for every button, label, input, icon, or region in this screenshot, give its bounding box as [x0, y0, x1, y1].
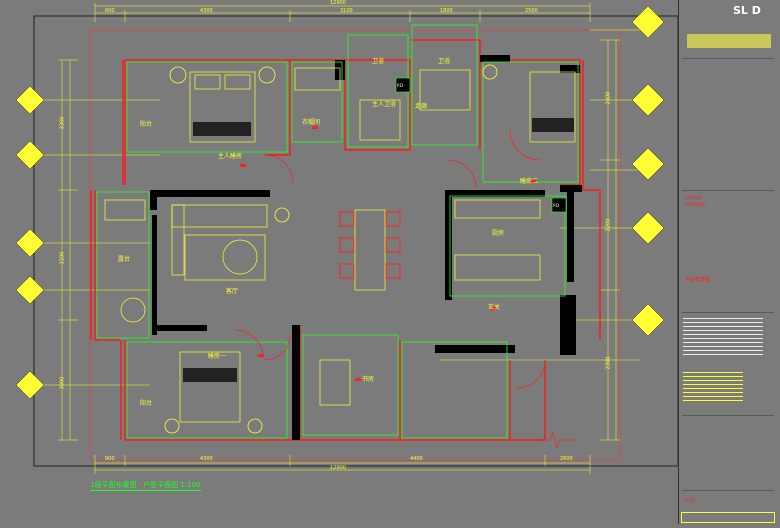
title-legend-block [683, 372, 743, 402]
room-label-balcony-lower: 阳台 [140, 400, 153, 407]
sheet-title: 平面布置图 [685, 277, 711, 283]
label-markers [240, 126, 536, 381]
dim-right-3: 2300 [605, 356, 612, 370]
dim-left-2: 3100 [59, 251, 66, 265]
tb-divider [682, 490, 774, 491]
dim-bottom-3: 4400 [410, 456, 423, 462]
furniture [104, 67, 576, 423]
pd-tags [395, 77, 567, 213]
room-label-bedroom-two: 睡房二 [520, 178, 539, 185]
dim-top-3: 3100 [340, 8, 353, 14]
room-label-living: 客厅 [226, 288, 239, 295]
dim-top-2: 4300 [200, 8, 213, 14]
dim-left-1: 3300 [59, 116, 66, 130]
title-block-graphic [687, 34, 771, 48]
grid-bubbles-right [631, 5, 665, 337]
tb-divider [682, 58, 774, 59]
break-line [540, 430, 575, 450]
dim-left-3: 3000 [59, 376, 66, 390]
room-label-bedroom-one: 睡房一 [208, 353, 227, 360]
room-label-corridor: 走廊 [415, 103, 428, 110]
title-notes-block [683, 318, 763, 358]
project-line-2: 户型平面图 [685, 202, 705, 207]
walls [90, 39, 601, 441]
grid-bubbles-left [15, 85, 45, 400]
dim-right-1: 2400 [605, 91, 612, 105]
tb-divider [682, 190, 774, 191]
title-block-logo: SL D [733, 4, 761, 17]
pd-tag-1: P.D [397, 83, 404, 88]
dim-bottom-1: 900 [105, 456, 115, 462]
dimension-right [600, 39, 620, 441]
dim-right-2: 2200 [605, 218, 612, 232]
partitions [96, 24, 579, 439]
dim-bottom-2: 4300 [200, 456, 213, 462]
dimension-left [58, 59, 78, 441]
door-swings [234, 129, 546, 389]
room-label-terrace: 露台 [118, 256, 131, 263]
dim-top-4: 1800 [440, 8, 453, 14]
room-label-entrance: 玄关 [488, 304, 501, 311]
room-label-balcony-left: 阳台 [140, 121, 153, 128]
bottom-yellow-box [681, 512, 775, 523]
structural-walls [150, 55, 582, 440]
dimension-top [94, 3, 591, 22]
sheet-number: P-01 [685, 498, 697, 504]
room-label-bath-right: 卫浴 [438, 58, 451, 65]
dim-top-total: 12900 [330, 0, 346, 6]
outer-boundary-line [89, 29, 621, 461]
drawing-caption: 1层平面布置图 · 户型平面图 1:100 [90, 481, 201, 491]
project-line-1: 项目名称 [685, 195, 701, 200]
dim-bottom-4: 2600 [560, 456, 573, 462]
tb-divider [682, 312, 774, 313]
room-label-cloakroom: 衣帽间 [302, 119, 321, 126]
room-label-study: 书房 [362, 376, 375, 383]
room-label-master-bedroom: 主人睡房 [218, 153, 243, 160]
room-label-kitchen: 厨房 [492, 230, 505, 237]
title-block: SL D 项目名称 户型平面图 平面布置图 P-01 [678, 0, 779, 524]
dimension-bottom [94, 455, 591, 474]
dim-top-5: 2500 [525, 8, 538, 14]
room-label-master-bath: 主人卫浴 [372, 101, 397, 108]
logo-text: SL D [733, 4, 761, 17]
dining-chairs [339, 211, 401, 279]
tb-divider [682, 415, 774, 416]
lamps [164, 64, 498, 434]
dim-top-1: 600 [105, 8, 115, 14]
sheet-frame [33, 15, 679, 467]
pd-tag-2: P.D [553, 203, 560, 208]
room-label-bath-left: 卫浴 [372, 58, 385, 65]
dim-bottom-total: 12900 [330, 465, 346, 471]
